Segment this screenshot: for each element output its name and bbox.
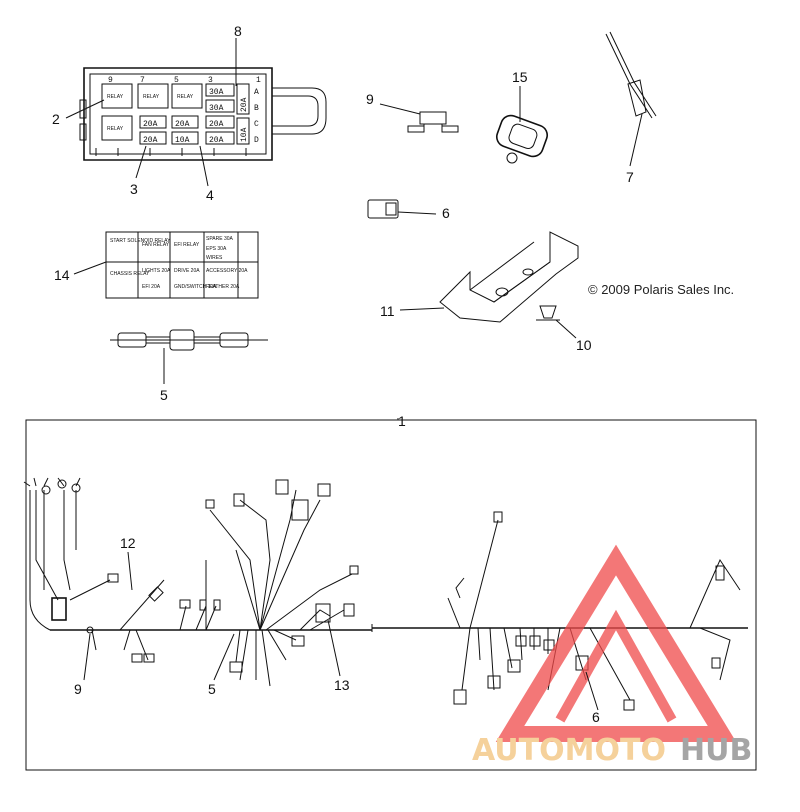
callout-13: 13 xyxy=(334,677,350,693)
main-harness-frame xyxy=(25,419,757,771)
fuse-label-decal: START SOLENOID RELAY FAN RELAY EFI RELAY… xyxy=(105,231,259,299)
callout-3: 3 xyxy=(130,181,138,197)
fuse-pos-7: 7 xyxy=(140,76,145,85)
svg-text:DRIVE 20A: DRIVE 20A xyxy=(174,268,200,274)
push-rivet xyxy=(536,305,560,321)
callout-1: 1 xyxy=(398,413,406,429)
callout-4: 4 xyxy=(206,187,214,203)
svg-text:20A: 20A xyxy=(240,97,249,112)
fuse-label: 20A xyxy=(143,120,158,129)
connector-15 xyxy=(495,114,549,164)
callout-6-bottom: 6 xyxy=(592,709,600,725)
callout-12: 12 xyxy=(120,535,136,551)
callout-11: 11 xyxy=(380,303,395,319)
svg-text:C: C xyxy=(254,120,259,129)
fuse-pos-1: 1 xyxy=(256,76,261,85)
watermark-hub-text: HUB xyxy=(680,733,752,768)
callout-14: 14 xyxy=(54,267,70,283)
callout-9: 9 xyxy=(366,91,374,107)
callout-9-bottom: 9 xyxy=(74,681,82,697)
fuse-box: 9 7 5 3 1 RELAY RELAY RELAY RELAY 30A 30… xyxy=(79,67,327,161)
fuse-label: 20A xyxy=(209,120,224,129)
connector-6 xyxy=(367,199,399,219)
svg-text:FEATHER 20A: FEATHER 20A xyxy=(206,284,240,290)
fuse-label: 20A xyxy=(209,136,224,145)
svg-text:10A: 10A xyxy=(240,127,249,142)
svg-text:ACCESSORY 20A: ACCESSORY 20A xyxy=(206,268,248,274)
fuse-label: 30A xyxy=(209,104,224,113)
callout-2: 2 xyxy=(52,111,60,127)
relay-bracket xyxy=(407,111,459,133)
callout-7: 7 xyxy=(626,169,634,185)
svg-text:LIGHTS 20A: LIGHTS 20A xyxy=(142,268,171,274)
relay xyxy=(101,83,133,109)
main-harness xyxy=(23,477,372,687)
fuse-label: 20A xyxy=(175,120,190,129)
svg-text:EPS 30A: EPS 30A xyxy=(206,246,227,252)
fuse-pos-5: 5 xyxy=(174,76,179,85)
watermark-auto-text: AUTOMOTO xyxy=(472,733,666,768)
svg-text:WIRES: WIRES xyxy=(206,255,223,261)
svg-text:RELAY: RELAY xyxy=(177,94,194,100)
svg-text:RELAY: RELAY xyxy=(143,94,160,100)
svg-text:A: A xyxy=(254,88,259,97)
svg-text:CHASSIS RELAY: CHASSIS RELAY xyxy=(110,271,150,277)
svg-text:RELAY: RELAY xyxy=(107,94,124,100)
fuse-pos-3: 3 xyxy=(208,76,213,85)
svg-text:RELAY: RELAY xyxy=(107,126,124,132)
automotohub-watermark: AUTOMOTO HUB xyxy=(472,544,752,768)
callout-5-bottom: 5 xyxy=(208,681,216,697)
callout-15: 15 xyxy=(512,69,528,85)
callout-6: 6 xyxy=(442,205,450,221)
fuse-label: 30A xyxy=(209,88,224,97)
inline-fuse-harness xyxy=(110,329,268,351)
cable-tie xyxy=(605,31,657,119)
svg-text:GND/SWITCH 10A: GND/SWITCH 10A xyxy=(174,284,217,290)
callout-5: 5 xyxy=(160,387,168,403)
svg-text:EFI RELAY: EFI RELAY xyxy=(174,242,200,248)
relay xyxy=(171,83,203,109)
svg-text:FAN RELAY: FAN RELAY xyxy=(142,242,170,248)
fuse-label: 20A xyxy=(143,136,158,145)
callout-10: 10 xyxy=(576,337,592,353)
svg-text:D: D xyxy=(254,136,259,145)
mounting-bracket xyxy=(439,231,579,323)
fuse-label: 10A xyxy=(175,136,190,145)
callout-8: 8 xyxy=(234,23,242,39)
fuse-pos-9: 9 xyxy=(108,76,113,85)
relay xyxy=(101,115,133,141)
relay xyxy=(137,83,169,109)
copyright-text: © 2009 Polaris Sales Inc. xyxy=(588,282,734,297)
svg-text:EFI 20A: EFI 20A xyxy=(142,284,161,290)
svg-text:START SOLENOID RELAY: START SOLENOID RELAY xyxy=(110,238,171,244)
svg-text:SPARE 30A: SPARE 30A xyxy=(206,236,234,242)
svg-text:B: B xyxy=(254,104,259,113)
